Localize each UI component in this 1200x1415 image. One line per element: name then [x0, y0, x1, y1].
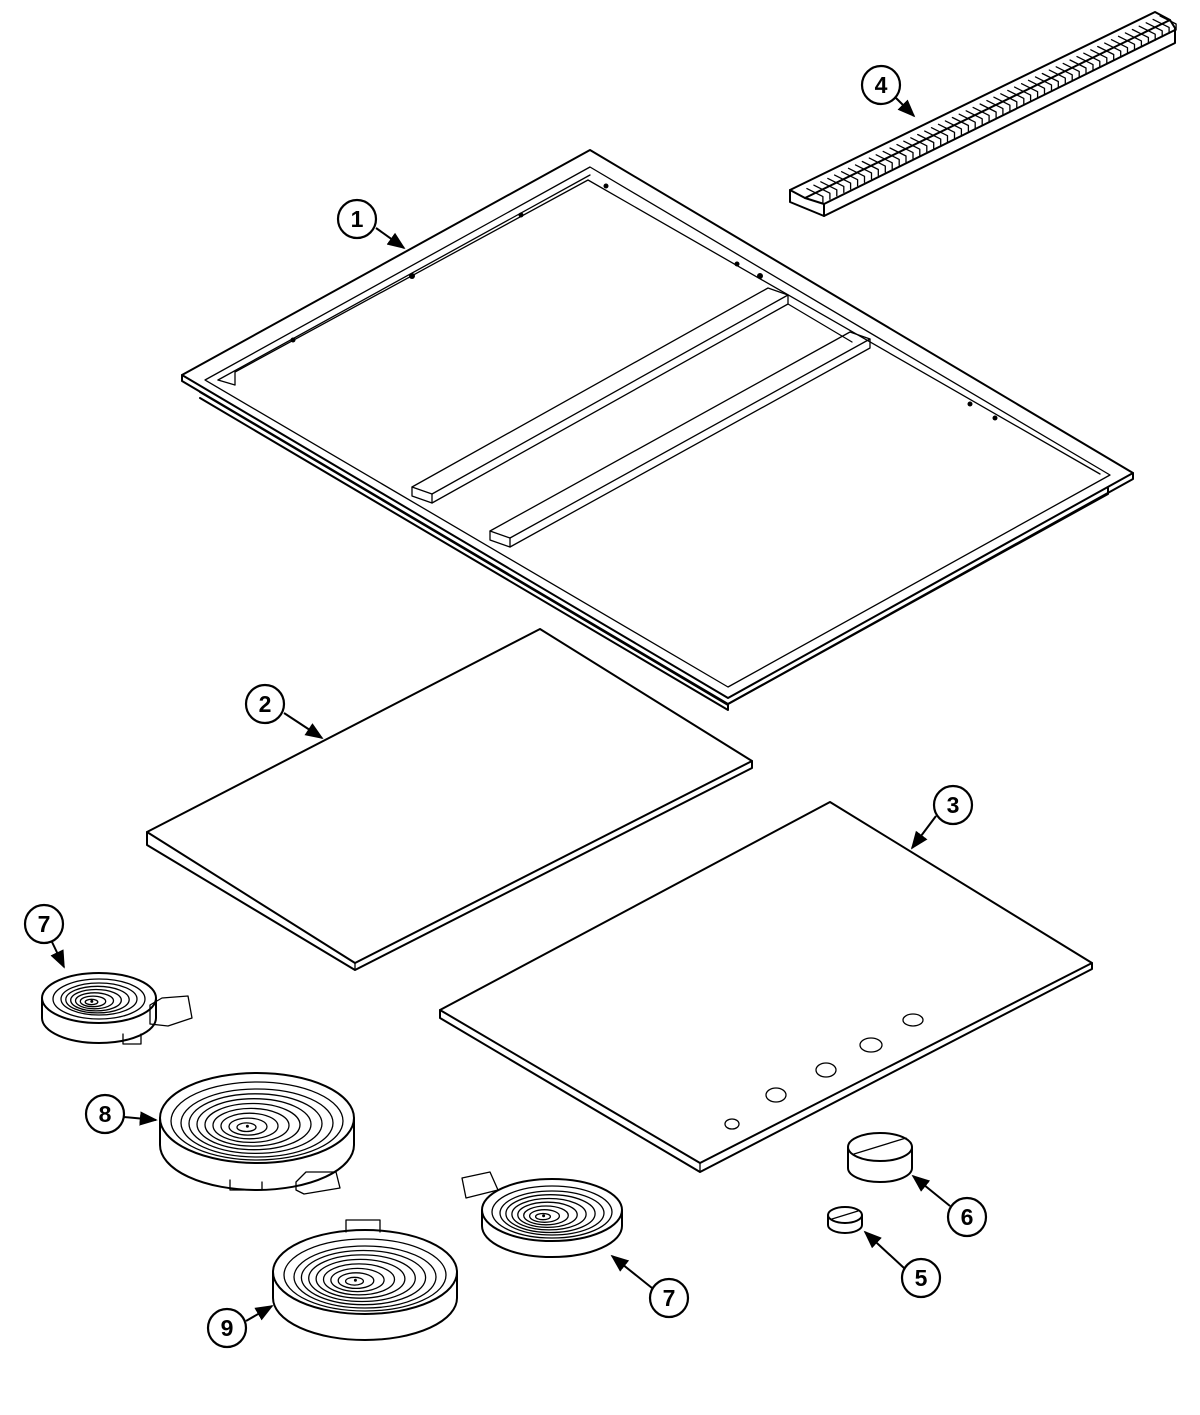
grille-slat: [1152, 15, 1177, 35]
grille-slat: [875, 150, 900, 170]
coil-center: [245, 1124, 249, 1128]
coil-ring: [60, 982, 138, 1016]
coil-ring: [511, 1197, 587, 1231]
grille-slat: [1013, 83, 1039, 102]
coil-ring: [220, 1112, 279, 1140]
callout-1: 1: [336, 198, 406, 250]
frame-mounting-holes: [290, 183, 998, 421]
coil-ring: [322, 1263, 396, 1296]
callout-8-label: 8: [99, 1101, 112, 1127]
grille-slat: [889, 143, 914, 163]
coil-ring: [534, 1212, 552, 1221]
coil-center: [90, 999, 94, 1003]
callout-8: 8: [84, 1093, 158, 1135]
grille-slat: [1000, 89, 1025, 109]
grille-slat: [917, 130, 942, 150]
coil-ring: [293, 1245, 437, 1309]
callout-7-lower: 7: [610, 1254, 690, 1319]
coil-ring: [84, 998, 99, 1006]
grille-slat: [930, 123, 956, 143]
part-2-panel: [146, 628, 753, 971]
coil-ring: [180, 1088, 334, 1158]
coil-ring: [204, 1102, 301, 1147]
grille-slat: [820, 177, 845, 197]
coil-ring: [315, 1258, 406, 1299]
callout-7-lower-label: 7: [663, 1285, 676, 1311]
grille-slat: [903, 137, 928, 156]
grille-slat: [972, 103, 997, 123]
coil-ring: [330, 1267, 385, 1293]
callout-7-upper-label: 7: [38, 911, 51, 937]
grille-slat: [806, 184, 831, 204]
coil-ring: [499, 1190, 605, 1236]
part-9-medium-element: [272, 1219, 458, 1341]
coil-rings: [180, 1088, 334, 1158]
coil-ring: [196, 1098, 312, 1151]
control-knob-holes: [724, 1013, 924, 1130]
coil-ring: [517, 1201, 578, 1229]
coil-ring: [300, 1249, 427, 1306]
coil-ring: [523, 1205, 569, 1226]
part-7-small-element: [41, 972, 193, 1045]
coil-ring: [344, 1276, 365, 1286]
callout-3: 3: [910, 784, 974, 850]
coil-center: [353, 1278, 357, 1282]
grille-slat: [1041, 69, 1066, 89]
coil-ring: [212, 1107, 290, 1144]
coil-ring: [188, 1093, 323, 1155]
coil-ring: [79, 995, 107, 1008]
callout-4: 4: [860, 64, 916, 118]
coil-center: [542, 1214, 546, 1218]
grille-slat: [1055, 62, 1080, 82]
coil-rings: [499, 1190, 605, 1236]
coil-ring: [528, 1209, 561, 1223]
grille-slat: [861, 157, 886, 177]
callout-6-label: 6: [961, 1204, 974, 1230]
callout-2-label: 2: [259, 691, 272, 717]
part-5-knob: [827, 1206, 863, 1234]
part-3-panel: [439, 801, 1093, 1173]
grille-slat: [1110, 35, 1136, 55]
callout-9: 9: [206, 1305, 274, 1349]
grille-slat: [1083, 49, 1108, 68]
coil-ring: [65, 985, 130, 1014]
coil-ring: [236, 1122, 257, 1133]
callout-5-label: 5: [915, 1265, 928, 1291]
coil-ring: [308, 1254, 416, 1303]
callout-4-label: 4: [875, 72, 888, 98]
part-1-frame: [181, 149, 1134, 711]
grille-slat: [958, 110, 983, 129]
part-8-large-element: [159, 1072, 355, 1195]
callout-3-label: 3: [947, 792, 960, 818]
coil-rings: [60, 982, 138, 1016]
grille-slat: [1027, 76, 1053, 95]
coil-ring: [70, 988, 122, 1012]
callout-2: 2: [244, 683, 324, 739]
part-7-small-element-lower: [461, 1171, 623, 1258]
callout-5: 5: [863, 1230, 942, 1299]
grille-slat: [1069, 55, 1094, 75]
grille-slat: [1124, 28, 1150, 48]
callout-7-upper: 7: [23, 903, 65, 969]
coil-ring: [505, 1194, 596, 1234]
callout-9-label: 9: [221, 1315, 234, 1341]
callout-1-label: 1: [351, 206, 364, 232]
callout-6: 6: [911, 1174, 988, 1238]
coil-rings: [293, 1245, 437, 1309]
coil-ring: [74, 992, 115, 1010]
grille-slat: [833, 171, 859, 190]
grille-slat: [1138, 22, 1163, 41]
coil-ring: [337, 1272, 375, 1290]
part-4-vent-grille: [789, 11, 1177, 217]
grille-slat: [847, 164, 873, 183]
grille-slat: [986, 96, 1011, 116]
grille-slat: [944, 116, 970, 136]
grille-slat: [1097, 42, 1122, 62]
coil-ring: [228, 1117, 268, 1136]
part-6-knob: [847, 1132, 913, 1183]
